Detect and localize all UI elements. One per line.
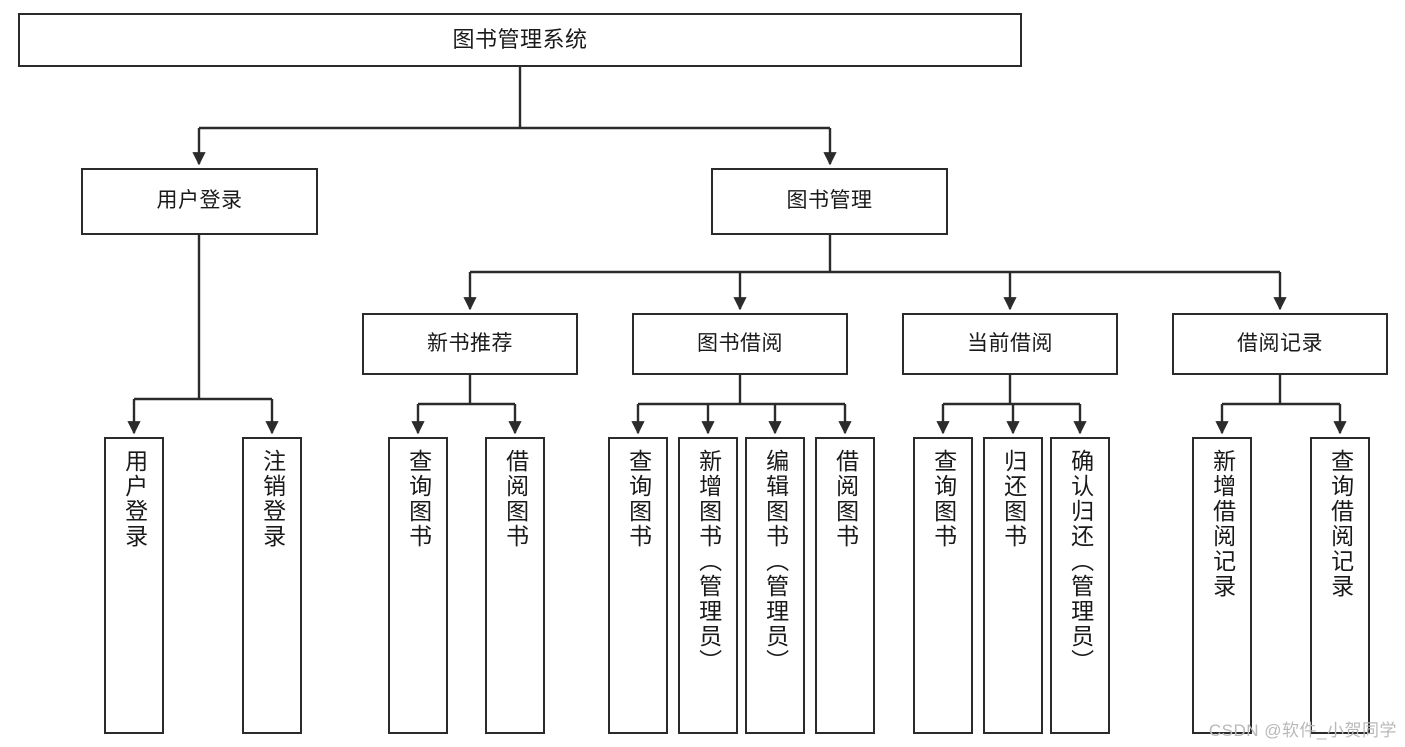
leaf-query-book-borrow-label: 查询图书: [625, 449, 652, 549]
leaf-query-book-newbook[interactable]: 查询图书: [388, 437, 448, 734]
node-current-borrow[interactable]: 当前借阅: [902, 313, 1118, 375]
node-root-label: 图书管理系统: [452, 27, 588, 53]
node-new-book-recommend-label: 新书推荐: [427, 331, 513, 355]
node-book-borrow-label: 图书借阅: [697, 331, 783, 355]
leaf-user-logout[interactable]: 注销登录: [242, 437, 302, 734]
leaf-borrow-book-newbook-label: 借阅图书: [502, 449, 529, 549]
leaf-edit-book-admin-label: 编辑图书（管理员）: [762, 449, 789, 674]
node-book-management[interactable]: 图书管理: [711, 168, 948, 235]
node-current-borrow-label: 当前借阅: [967, 331, 1053, 355]
node-user-login-label: 用户登录: [156, 189, 243, 213]
leaf-borrow-book-newbook[interactable]: 借阅图书: [485, 437, 545, 734]
leaf-user-login-label: 用户登录: [121, 449, 148, 549]
leaf-query-book-current[interactable]: 查询图书: [913, 437, 973, 734]
node-book-management-label: 图书管理: [786, 189, 873, 213]
leaf-confirm-return-admin-label: 确认归还（管理员）: [1067, 449, 1094, 674]
leaf-user-logout-label: 注销登录: [259, 449, 286, 549]
node-new-book-recommend[interactable]: 新书推荐: [362, 313, 578, 375]
watermark-text: CSDN @软件_小贺同学: [1208, 721, 1397, 740]
node-borrow-records-label: 借阅记录: [1237, 331, 1323, 355]
leaf-confirm-return-admin[interactable]: 确认归还（管理员）: [1050, 437, 1110, 734]
leaf-query-book-newbook-label: 查询图书: [405, 449, 432, 549]
node-book-borrow[interactable]: 图书借阅: [632, 313, 848, 375]
leaf-borrow-book-label: 借阅图书: [832, 449, 859, 549]
leaf-borrow-book[interactable]: 借阅图书: [815, 437, 875, 734]
leaf-query-book-current-label: 查询图书: [930, 449, 957, 549]
leaf-query-borrow-record-label: 查询借阅记录: [1327, 449, 1354, 599]
leaf-query-borrow-record[interactable]: 查询借阅记录: [1310, 437, 1370, 734]
leaf-user-login[interactable]: 用户登录: [104, 437, 164, 734]
leaf-return-book-label: 归还图书: [1000, 449, 1027, 549]
leaf-query-book-borrow[interactable]: 查询图书: [608, 437, 668, 734]
node-root[interactable]: 图书管理系统: [18, 13, 1022, 67]
node-borrow-records[interactable]: 借阅记录: [1172, 313, 1388, 375]
leaf-add-book-admin[interactable]: 新增图书（管理员）: [678, 437, 738, 734]
leaf-edit-book-admin[interactable]: 编辑图书（管理员）: [745, 437, 805, 734]
node-user-login[interactable]: 用户登录: [81, 168, 318, 235]
leaf-add-borrow-record-label: 新增借阅记录: [1209, 449, 1236, 599]
leaf-add-book-admin-label: 新增图书（管理员）: [695, 449, 722, 674]
leaf-return-book[interactable]: 归还图书: [983, 437, 1043, 734]
leaf-add-borrow-record[interactable]: 新增借阅记录: [1192, 437, 1252, 734]
